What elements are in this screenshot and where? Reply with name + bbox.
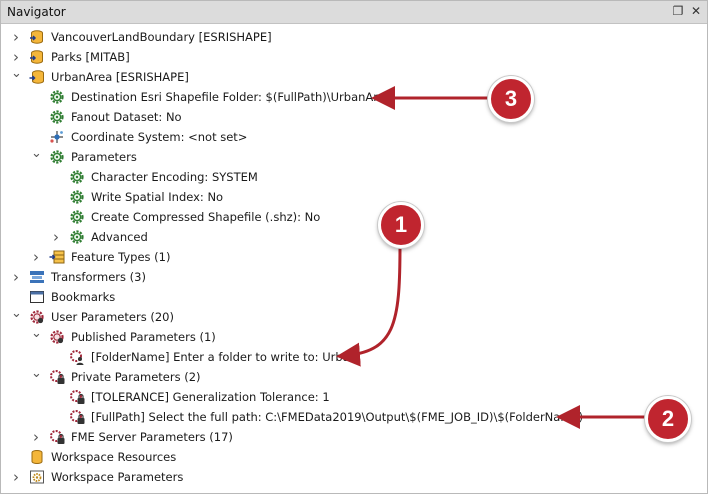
tree-label: VancouverLandBoundary [ESRISHAPE] xyxy=(51,30,272,44)
tree-label: Destination Esri Shapefile Folder: $(Ful… xyxy=(71,90,392,104)
tree-row-bookmarks[interactable]: Bookmarks xyxy=(1,287,701,307)
tree-label: [FolderName] Enter a folder to write to:… xyxy=(91,350,357,364)
tree-label: [FullPath] Select the full path: C:\FMED… xyxy=(91,410,584,424)
chevron-right-icon[interactable]: › xyxy=(13,268,19,286)
callout-badge-2: 2 xyxy=(645,396,691,442)
tree-row-user-params[interactable]: ⌄ User Parameters (20) xyxy=(1,307,701,327)
tree-label: Create Compressed Shapefile (.shz): No xyxy=(91,210,321,224)
tree-label: Private Parameters (2) xyxy=(71,370,201,384)
reader-dataset-icon xyxy=(29,49,45,65)
private-parameter-icon xyxy=(69,409,85,425)
bookmark-icon xyxy=(29,289,45,305)
tree-row-private-params[interactable]: ⌄ Private Parameters (2) xyxy=(1,367,701,387)
tree-row-advanced[interactable]: › Advanced xyxy=(1,227,701,247)
tree-row-transformers[interactable]: › Transformers (3) xyxy=(1,267,701,287)
tree-row-tolerance[interactable]: [TOLERANCE] Generalization Tolerance: 1 xyxy=(1,387,701,407)
tree-label: Parks [MITAB] xyxy=(51,50,130,64)
writer-dataset-icon xyxy=(29,69,45,85)
tree-row-compressed[interactable]: Create Compressed Shapefile (.shz): No xyxy=(1,207,701,227)
tree-label: Fanout Dataset: No xyxy=(71,110,182,124)
gear-icon xyxy=(69,209,85,225)
chevron-right-icon[interactable]: › xyxy=(53,228,59,246)
tree-row-published-params[interactable]: ⌄ Published Parameters (1) xyxy=(1,327,701,347)
tree-label: Workspace Resources xyxy=(51,450,177,464)
tree-label: Transformers (3) xyxy=(51,270,146,284)
tree-label: User Parameters (20) xyxy=(51,310,174,324)
tree-row-foldername[interactable]: [FolderName] Enter a folder to write to:… xyxy=(1,347,701,367)
chevron-right-icon[interactable]: › xyxy=(33,428,39,446)
chevron-right-icon[interactable]: › xyxy=(13,28,19,46)
chevron-down-icon[interactable]: ⌄ xyxy=(11,306,22,321)
callout-badge-3: 3 xyxy=(488,76,534,122)
gear-icon xyxy=(49,89,65,105)
gear-icon xyxy=(49,149,65,165)
tree-row-spatial-index[interactable]: Write Spatial Index: No xyxy=(1,187,701,207)
chevron-right-icon[interactable]: › xyxy=(33,248,39,266)
tree-row-parks[interactable]: › Parks [MITAB] xyxy=(1,47,701,67)
tree-label: [TOLERANCE] Generalization Tolerance: 1 xyxy=(91,390,330,404)
transformers-icon xyxy=(29,269,45,285)
workspace-parameters-icon xyxy=(29,469,45,485)
navigator-titlebar: Navigator ❐ ✕ xyxy=(1,1,707,24)
gear-icon xyxy=(49,109,65,125)
tree-label: Write Spatial Index: No xyxy=(91,190,224,204)
chevron-right-icon[interactable]: › xyxy=(13,48,19,66)
feature-types-icon xyxy=(49,249,65,265)
tree-label: Workspace Parameters xyxy=(51,470,184,484)
tree-row-fullpath[interactable]: [FullPath] Select the full path: C:\FMED… xyxy=(1,407,701,427)
tree-row-vancouver[interactable]: › VancouverLandBoundary [ESRISHAPE] xyxy=(1,27,701,47)
chevron-down-icon[interactable]: ⌄ xyxy=(31,326,42,341)
callout-badge-1: 1 xyxy=(378,202,424,248)
tree-label: FME Server Parameters (17) xyxy=(71,430,233,444)
tree-row-char-enc[interactable]: Character Encoding: SYSTEM xyxy=(1,167,701,187)
private-parameter-icon xyxy=(69,389,85,405)
user-parameters-icon xyxy=(29,309,45,325)
tree-row-parameters[interactable]: ⌄ Parameters xyxy=(1,147,701,167)
tree-label: Parameters xyxy=(71,150,137,164)
tree-row-ws-parameters[interactable]: › Workspace Parameters xyxy=(1,467,701,487)
chevron-right-icon[interactable]: › xyxy=(13,468,19,486)
chevron-down-icon[interactable]: ⌄ xyxy=(11,66,22,81)
published-parameter-icon xyxy=(69,349,85,365)
workspace-resources-icon xyxy=(29,449,45,465)
gear-icon xyxy=(69,189,85,205)
gear-icon xyxy=(69,169,85,185)
tree-label: UrbanArea [ESRISHAPE] xyxy=(51,70,189,84)
panel-title: Navigator xyxy=(7,5,66,19)
gear-icon xyxy=(69,229,85,245)
float-window-icon[interactable]: ❐ xyxy=(672,4,684,18)
tree-row-feature-types[interactable]: › Feature Types (1) xyxy=(1,247,701,267)
tree-row-fanout[interactable]: Fanout Dataset: No xyxy=(1,107,701,127)
user-parameters-icon xyxy=(49,329,65,345)
tree-row-coord-sys[interactable]: Coordinate System: <not set> xyxy=(1,127,701,147)
tree-label: Coordinate System: <not set> xyxy=(71,130,248,144)
tree-label: Feature Types (1) xyxy=(71,250,171,264)
tree-label: Published Parameters (1) xyxy=(71,330,216,344)
tree-label: Advanced xyxy=(91,230,148,244)
chevron-down-icon[interactable]: ⌄ xyxy=(31,146,42,161)
tree-row-urbanarea[interactable]: ⌄ UrbanArea [ESRISHAPE] xyxy=(1,67,701,87)
tree-row-ws-resources[interactable]: Workspace Resources xyxy=(1,447,701,467)
tree-label: Bookmarks xyxy=(51,290,116,304)
coordinate-system-icon xyxy=(49,129,65,145)
private-parameters-icon xyxy=(49,429,65,445)
chevron-down-icon[interactable]: ⌄ xyxy=(31,366,42,381)
private-parameters-icon xyxy=(49,369,65,385)
tree-row-fme-server[interactable]: › FME Server Parameters (17) xyxy=(1,427,701,447)
reader-dataset-icon xyxy=(29,29,45,45)
tree-label: Character Encoding: SYSTEM xyxy=(91,170,258,184)
tree-row-dest-folder[interactable]: Destination Esri Shapefile Folder: $(Ful… xyxy=(1,87,701,107)
close-icon[interactable]: ✕ xyxy=(690,4,702,18)
